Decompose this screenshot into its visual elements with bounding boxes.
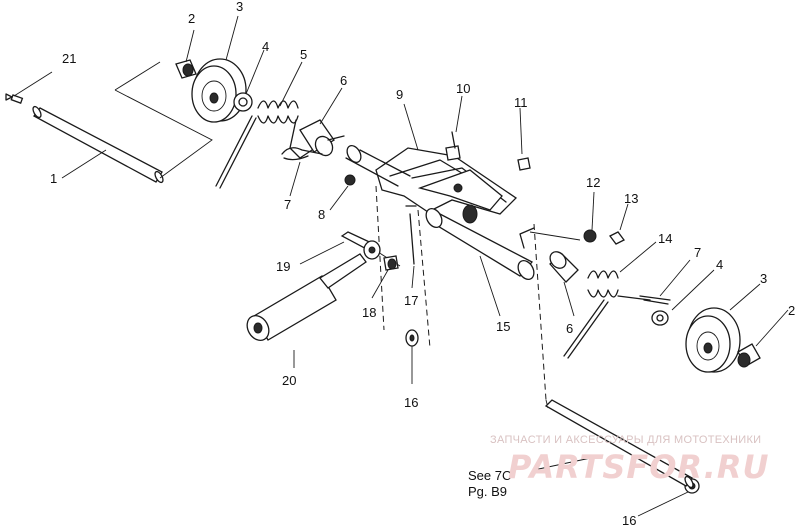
watermark-caption: ЗАПЧАСТИ И АКСЕССУАРЫ ДЛЯ МОТОТЕХНИКИ [490,434,762,446]
callout-11: 11 [514,95,528,110]
callout-18: 18 [362,305,377,320]
part-6-bushing-top [299,119,345,157]
callout-15: 15 [496,319,511,334]
part-17-bolt [405,205,417,265]
callout-2-bottom: 2 [788,303,796,318]
callout-4: 4 [262,39,270,54]
reference-note-line-1: See 7C [468,468,512,483]
part-2-bushing-top [175,59,197,79]
callout-7-bottom: 7 [694,245,702,260]
callout-3: 3 [236,0,244,14]
callout-6: 6 [340,73,348,88]
callout-3-bottom: 3 [760,271,768,286]
part-11-nut [517,157,531,171]
part-10-bolt [445,131,461,161]
part-4-washer-top [233,92,253,112]
reference-note-line-2: Pg. B9 [468,484,508,499]
callout-21: 21 [62,51,77,66]
callout-10: 10 [456,81,471,96]
leader-lines [13,15,789,517]
part-9-bracket [345,144,518,224]
callout-12: 12 [586,175,601,190]
part-15-lower-arm [425,208,535,280]
part-20-shock-absorber [246,240,381,368]
part-3-idler-wheel-bottom [685,307,741,373]
callout-6-bottom: 6 [566,321,574,336]
callout-8: 8 [318,207,326,222]
part-13-nut [609,231,625,245]
callout-9: 9 [396,87,404,102]
part-4-washer-bottom [651,310,669,326]
callout-13: 13 [624,191,639,206]
callout-14: 14 [658,231,673,246]
callout-4-bottom: 4 [716,257,724,272]
callout-1: 1 [50,171,58,186]
callout-16: 16 [404,395,419,410]
watermark-logo: PARTSFOR.RU [508,448,770,486]
part-1-shaft [32,61,213,184]
part-8-nut [344,174,356,186]
callout-16-bottom: 16 [622,513,637,528]
part-3-idler-wheel-top [191,58,247,123]
rear-shaft [544,399,694,489]
part-2-bushing-bottom [737,343,761,368]
part-12-nut [583,229,597,243]
part-18-bushing [383,255,399,271]
part-7-clip-bottom [639,295,671,305]
callout-19: 19 [276,259,291,274]
part-7-clip-top [281,147,323,161]
part-6-bushing-bottom [549,251,579,283]
callout-2: 2 [188,11,196,26]
callout-17: 17 [404,293,419,308]
part-16-washer-left [405,329,419,347]
reference-note: See 7C Pg. B9 [468,468,511,500]
callout-7: 7 [284,197,292,212]
part-14-torsion-spring [563,270,651,359]
part-5-torsion-spring [215,100,313,189]
callout-5: 5 [300,47,308,62]
callout-20: 20 [282,373,297,388]
part-21-pin [5,93,24,104]
